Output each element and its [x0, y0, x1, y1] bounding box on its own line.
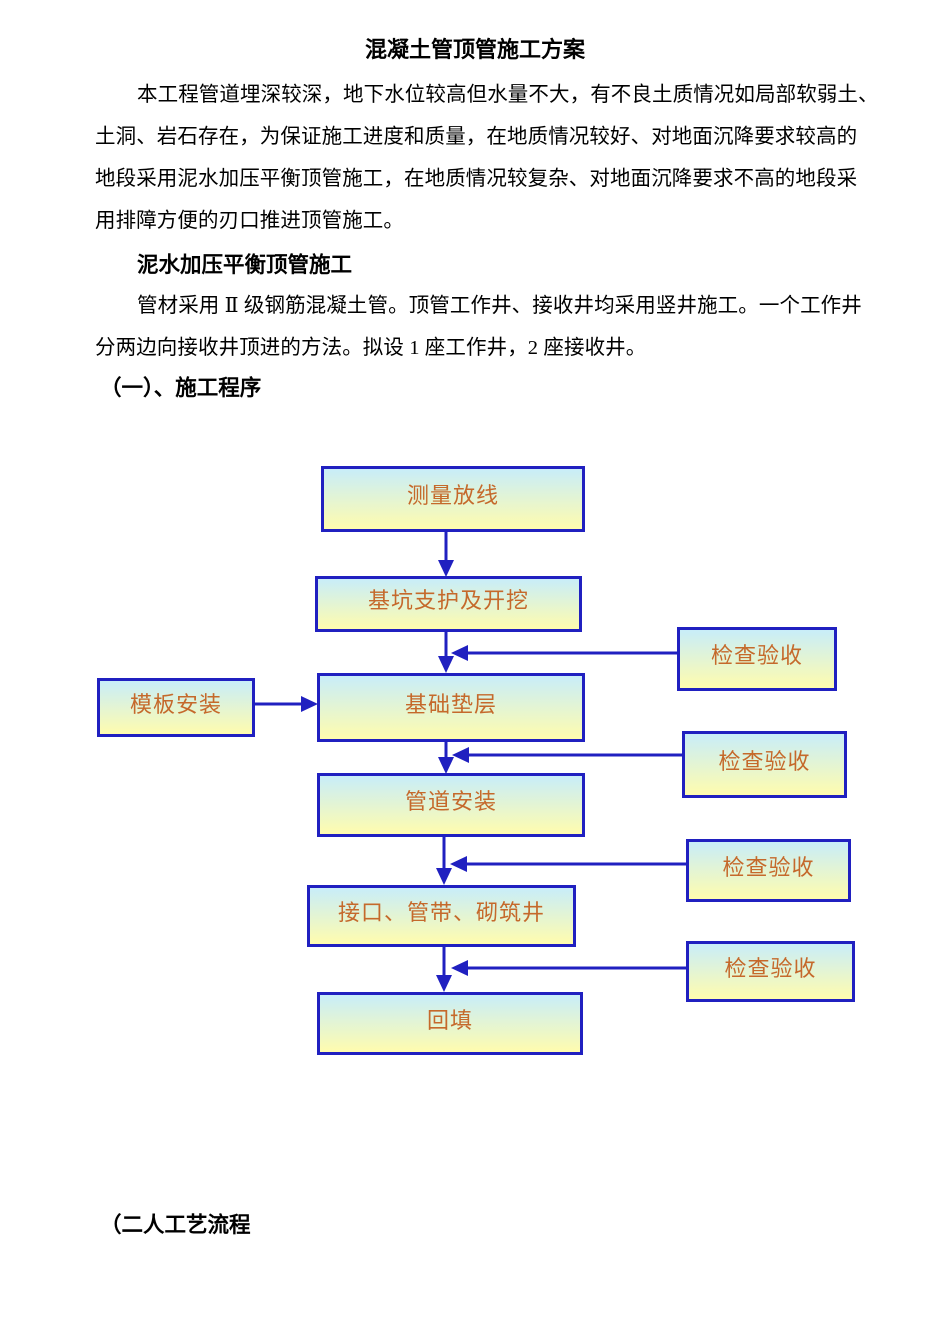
flow-box-inspect-2: 检查验收	[682, 731, 847, 798]
heading-process: （二人工艺流程	[100, 1213, 251, 1237]
flow-box-joints: 接口、管带、砌筑井	[307, 885, 576, 947]
flow-box-inspect-4: 检查验收	[686, 941, 855, 1002]
arrowhead-down-2	[438, 656, 454, 673]
paragraph1-line2: 土洞、岩石存在，为保证施工进度和质量，在地质情况较好、对地面沉降要求较高的	[95, 126, 858, 148]
heading-procedure: （一）、施工程序	[100, 376, 262, 400]
paragraph2-line1: 管材采用 Ⅱ 级钢筋混凝土管。顶管工作井、接收井均采用竖井施工。一个工作井	[137, 295, 862, 317]
arrowhead-left-2	[452, 747, 469, 763]
heading-mud-balance: 泥水加压平衡顶管施工	[137, 253, 353, 277]
flow-box-backfill: 回填	[317, 992, 583, 1055]
arrowhead-down-3	[438, 757, 454, 774]
arrowhead-down-4	[436, 868, 452, 885]
arrowhead-right-formwork	[301, 696, 318, 712]
flow-box-inspect-1: 检查验收	[677, 627, 837, 691]
paragraph2-line2: 分两边向接收井顶进的方法。拟设 1 座工作井，2 座接收井。	[95, 337, 647, 359]
paragraph1-line1: 本工程管道埋深较深，地下水位较高但水量不大，有不良土质情况如局部软弱土、	[137, 84, 879, 106]
paragraph1-line3: 地段采用泥水加压平衡顶管施工，在地质情况较复杂、对地面沉降要求不高的地段采	[95, 168, 858, 190]
document-title: 混凝土管顶管施工方案	[364, 37, 585, 62]
paragraph1-line4: 用排障方便的刃口推进顶管施工。	[95, 210, 404, 232]
flow-box-pipe: 管道安装	[317, 773, 585, 837]
flow-box-formwork: 模板安装	[97, 678, 255, 737]
flow-box-pit: 基坑支护及开挖	[315, 576, 582, 632]
flow-box-survey: 测量放线	[321, 466, 585, 532]
arrowhead-left-1	[451, 645, 468, 661]
arrowhead-left-3	[450, 856, 467, 872]
arrowhead-down-1	[438, 560, 454, 577]
arrowhead-left-4	[451, 960, 468, 976]
arrowhead-down-5	[436, 975, 452, 992]
flow-box-inspect-3: 检查验收	[686, 839, 851, 902]
flow-box-cushion: 基础垫层	[317, 673, 585, 742]
